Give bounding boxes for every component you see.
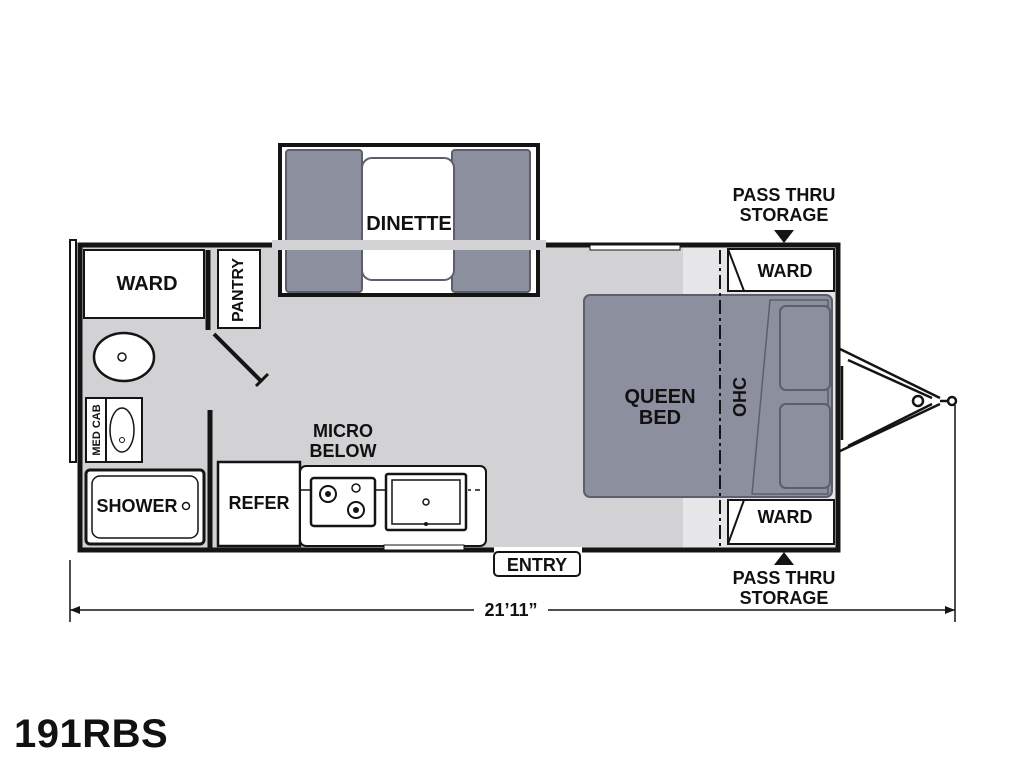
bath-sink-drain bbox=[119, 437, 125, 443]
queen-bed-label-2: BED bbox=[639, 407, 681, 429]
ward-bottom-door bbox=[727, 499, 745, 545]
ward-bottom-label: WARD bbox=[758, 507, 813, 527]
storage-top-line2: STORAGE bbox=[740, 205, 829, 225]
ward-bottom bbox=[727, 499, 835, 545]
refer bbox=[216, 460, 302, 548]
pantry-label: PANTRY bbox=[230, 258, 247, 322]
storage-bottom-line1: PASS THRU bbox=[733, 568, 836, 588]
bath-sink bbox=[109, 407, 135, 453]
pillow bbox=[779, 305, 831, 391]
entry-label: ENTRY bbox=[507, 555, 567, 575]
dinette-label: DINETTE bbox=[366, 213, 452, 235]
rear-wall-cap bbox=[69, 239, 77, 463]
bath-ward-label: WARD bbox=[116, 273, 177, 295]
shower-label: SHOWER bbox=[97, 496, 178, 516]
micro-label-2: BELOW bbox=[310, 441, 377, 461]
bath-door bbox=[212, 332, 264, 384]
dinette-bench-right bbox=[451, 149, 531, 293]
pantry bbox=[217, 249, 261, 329]
micro-label-1: MICRO bbox=[313, 421, 373, 441]
stove bbox=[309, 476, 377, 528]
dimension-arrow-left bbox=[70, 606, 80, 614]
storage-arrow-bottom bbox=[774, 552, 794, 565]
entry-door-gap bbox=[494, 547, 582, 553]
bath-ward bbox=[83, 249, 205, 319]
dinette-opening bbox=[272, 240, 546, 250]
model-number: 191RBS bbox=[14, 712, 169, 756]
dinette-bench-left bbox=[285, 149, 363, 293]
trailer-tongue bbox=[837, 346, 958, 454]
burner-icon bbox=[351, 483, 361, 493]
sink-drain-icon bbox=[422, 498, 430, 506]
med-cab-label: MED CAB bbox=[91, 404, 103, 455]
ward-top bbox=[727, 248, 835, 292]
overall-length-label: 21’11” bbox=[484, 600, 537, 620]
dimension-line bbox=[69, 405, 956, 622]
storage-top-line1: PASS THRU bbox=[733, 185, 836, 205]
refer-label: REFER bbox=[228, 493, 289, 513]
storage-arrow-top bbox=[774, 230, 794, 243]
burner-icon bbox=[353, 507, 359, 513]
pillow bbox=[779, 403, 831, 489]
window bbox=[589, 244, 681, 251]
burner-icon bbox=[347, 501, 365, 519]
faucet-icon bbox=[424, 522, 428, 526]
shower-drain-icon bbox=[181, 501, 191, 511]
burner-icon bbox=[325, 491, 331, 497]
ward-top-label: WARD bbox=[758, 261, 813, 281]
ward-top-door bbox=[727, 248, 745, 292]
window bbox=[383, 544, 465, 551]
burner-icon bbox=[319, 485, 337, 503]
ohc-label: OHC bbox=[730, 377, 750, 417]
queen-bed-label-1: QUEEN bbox=[624, 386, 695, 408]
storage-bottom-line2: STORAGE bbox=[740, 588, 829, 608]
shower-pan bbox=[91, 475, 199, 539]
toilet bbox=[92, 331, 156, 383]
dimension-arrow-right bbox=[945, 606, 955, 614]
entry-step bbox=[493, 551, 581, 577]
bath-door-handle bbox=[254, 372, 270, 388]
toilet-flush bbox=[117, 352, 127, 362]
kitchen-sink-basin bbox=[391, 479, 461, 525]
